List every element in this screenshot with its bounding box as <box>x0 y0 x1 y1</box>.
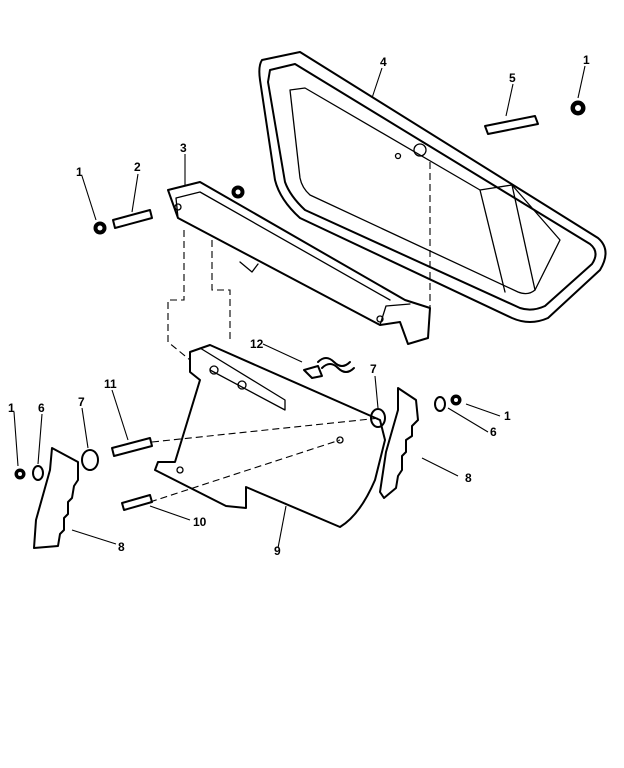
nut-part-1-bracket <box>231 185 245 199</box>
callout-11: 11 <box>104 377 117 391</box>
callout-8-left: 8 <box>118 540 125 554</box>
spacer-part-7-right <box>370 408 386 428</box>
nut-part-1-upper-left <box>93 221 107 235</box>
nut-part-1-top-right <box>570 100 586 116</box>
bracket-part-3 <box>167 181 431 345</box>
callout-7-left: 7 <box>78 395 85 409</box>
callout-6-left: 6 <box>38 401 45 415</box>
callout-1-lower-left: 1 <box>8 401 15 415</box>
pin-part-5 <box>484 115 539 135</box>
callout-9: 9 <box>274 544 281 558</box>
nut-part-1-lower-right <box>450 394 462 406</box>
alignment-lines <box>149 162 431 503</box>
callout-4: 4 <box>380 55 387 69</box>
callout-1-lower-right: 1 <box>504 409 511 423</box>
pin-part-10 <box>121 494 153 511</box>
washer-part-6-left <box>32 465 44 481</box>
pawl-part-8-right <box>379 387 419 499</box>
callout-12: 12 <box>250 337 264 351</box>
callout-labels: 1 5 4 3 2 1 12 7 11 1 6 7 1 6 8 8 10 9 <box>8 53 590 558</box>
spring-part-12 <box>303 357 355 379</box>
pin-part-2 <box>112 209 153 229</box>
callout-1-upper-left: 1 <box>76 165 83 179</box>
leader-lines <box>13 65 586 549</box>
callout-6-right: 6 <box>490 425 497 439</box>
nut-part-1-lower-left <box>14 468 26 480</box>
callout-10: 10 <box>193 515 207 529</box>
spacer-part-7-left <box>81 449 99 471</box>
callout-7-right: 7 <box>370 362 377 376</box>
guard-plate-part-9 <box>154 344 386 528</box>
callout-1-top-right: 1 <box>583 53 590 67</box>
callout-5: 5 <box>509 71 516 85</box>
pin-part-11 <box>111 437 153 457</box>
washer-part-6-right <box>434 396 446 412</box>
tray-part-4 <box>258 51 607 323</box>
callout-2: 2 <box>134 160 141 174</box>
callout-3: 3 <box>180 141 187 155</box>
pawl-part-8-left <box>33 447 79 549</box>
callout-8-right: 8 <box>465 471 472 485</box>
